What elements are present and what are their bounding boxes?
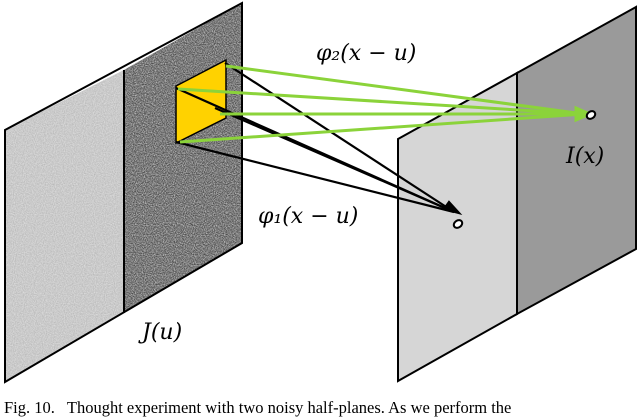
target-label: I(x) xyxy=(565,144,604,169)
source-plane-dark-noise xyxy=(124,3,242,313)
phi2-ray xyxy=(225,64,585,116)
phi2-ray xyxy=(177,87,585,116)
source-plane-border xyxy=(4,1,243,384)
caption-label: Fig. 10. xyxy=(4,398,55,417)
phi1-rays xyxy=(175,62,463,216)
caption-text: Thought experiment with two noisy half-p… xyxy=(66,398,512,417)
source-label: J(u) xyxy=(138,320,182,345)
target-point-lower xyxy=(452,219,464,229)
target-plane-dark-half xyxy=(516,5,637,316)
target-point-upper xyxy=(585,110,597,120)
source-plane xyxy=(4,1,243,384)
source-plane-light-noise xyxy=(5,70,124,382)
phi1-label: φ₁(x − u) xyxy=(258,204,358,229)
target-plane xyxy=(397,5,637,383)
phi2-label: φ₂(x − u) xyxy=(316,41,416,66)
phi2-arrowhead xyxy=(574,105,594,123)
phi1-ray xyxy=(214,106,455,214)
phi2-rays xyxy=(177,64,594,144)
support-patch xyxy=(175,58,227,145)
figure-caption: Fig. 10. Thought experiment with two nois… xyxy=(4,398,640,418)
phi1-ray xyxy=(224,62,455,213)
phi1-arrowhead xyxy=(442,200,463,216)
phi2-ray xyxy=(179,112,585,144)
phi1-ray xyxy=(175,140,455,214)
